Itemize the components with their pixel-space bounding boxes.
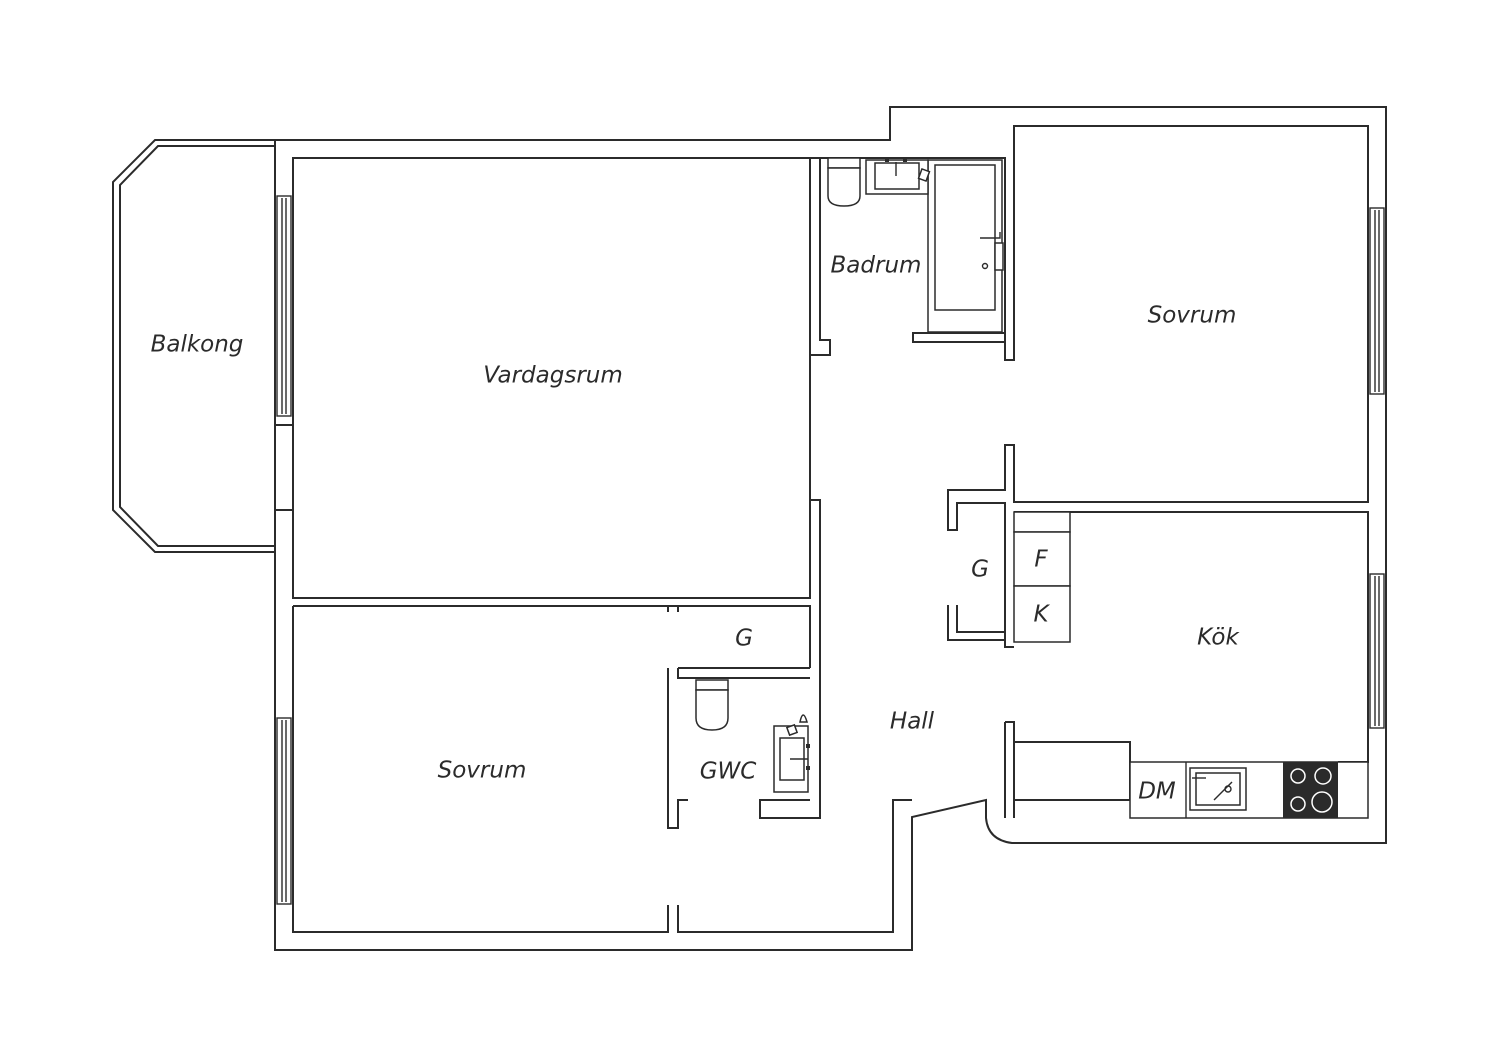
label-kyl: K bbox=[1033, 602, 1050, 628]
balcony bbox=[112, 139, 275, 553]
label-hall: Hall bbox=[890, 709, 935, 735]
label-gwc: GWC bbox=[700, 759, 757, 785]
label-sovrum-2: Sovrum bbox=[438, 758, 527, 784]
kitchen-sink bbox=[1189, 767, 1247, 811]
label-frys: F bbox=[1034, 547, 1048, 573]
bedroom-2-window bbox=[276, 717, 292, 905]
label-sovrum-1: Sovrum bbox=[1148, 303, 1237, 329]
hall-walls bbox=[667, 499, 821, 829]
outer-walls bbox=[274, 106, 1387, 951]
wall-living-west bbox=[275, 424, 293, 511]
label-balkong: Balkong bbox=[151, 332, 244, 358]
living-room-window bbox=[276, 195, 292, 417]
bedroom-1-window bbox=[1369, 207, 1385, 395]
bathroom-walls bbox=[809, 125, 1369, 648]
label-kok: Kök bbox=[1197, 625, 1240, 651]
label-diskmaskin: DM bbox=[1138, 779, 1176, 805]
gwc-sink bbox=[773, 714, 810, 793]
kitchen-walls bbox=[947, 511, 1369, 763]
gwc-toilet bbox=[695, 679, 729, 731]
stove bbox=[1283, 762, 1338, 818]
label-badrum: Badrum bbox=[831, 253, 922, 279]
label-vardagsrum: Vardagsrum bbox=[483, 363, 623, 389]
bathtub bbox=[927, 159, 1004, 333]
label-garderob-sovrum: G bbox=[735, 626, 753, 652]
bathroom-toilet bbox=[827, 157, 861, 207]
kitchen-window bbox=[1369, 573, 1385, 729]
bathroom-sink bbox=[865, 158, 931, 195]
label-garderob-hall: G bbox=[971, 557, 989, 583]
